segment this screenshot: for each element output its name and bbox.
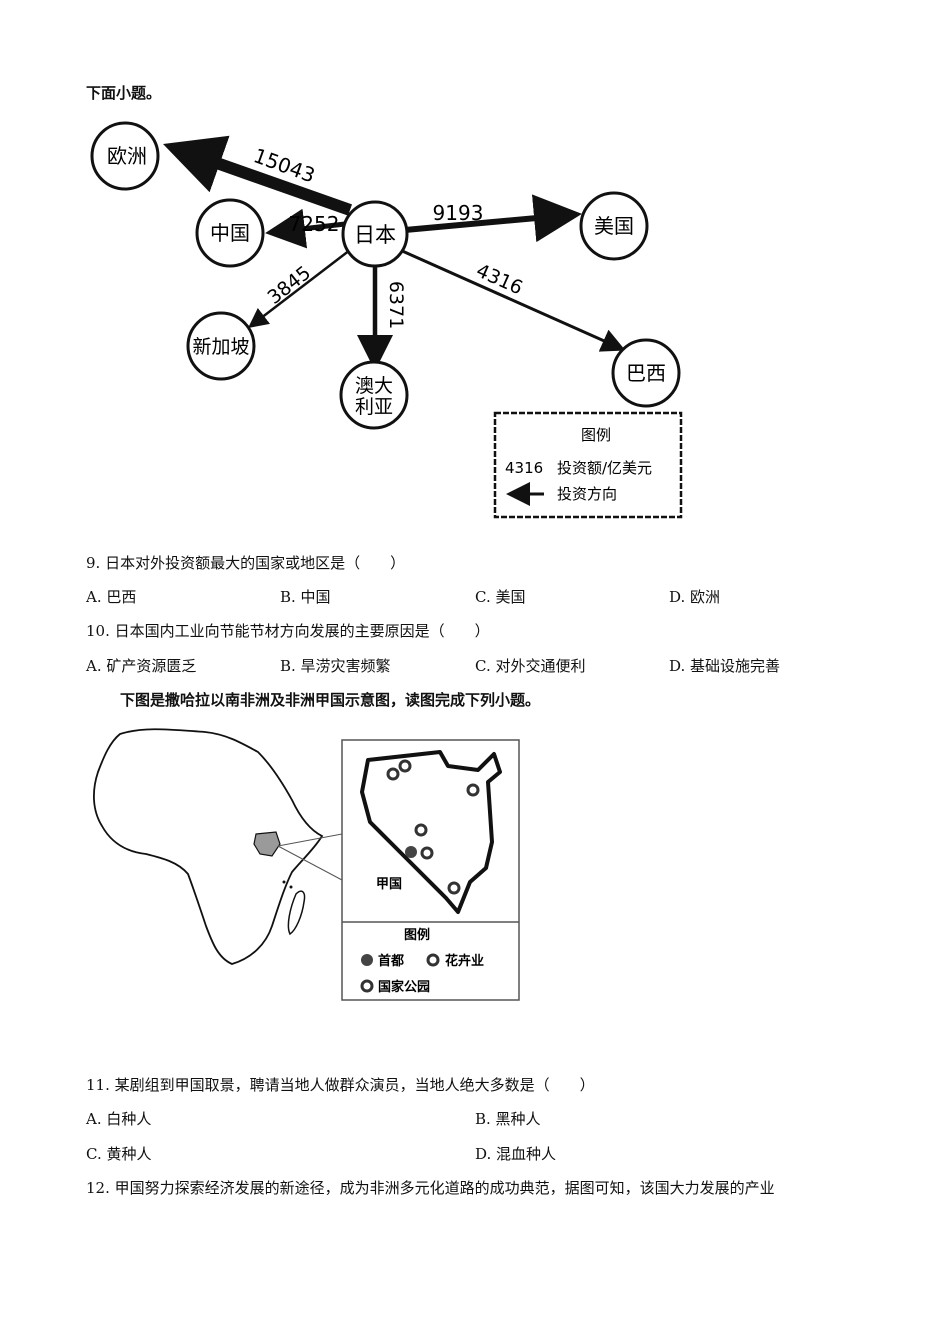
node-brazil-label: 巴西 xyxy=(626,361,666,385)
park-markers xyxy=(414,783,480,895)
q9-option-d[interactable]: D. 欧洲 xyxy=(669,588,721,606)
q9-stem: 9. 日本对外投资额最大的国家或地区是（ ） xyxy=(86,554,406,572)
q11-option-d[interactable]: D. 混血种人 xyxy=(475,1145,557,1163)
kenya-highlight xyxy=(253,831,281,857)
africa-map: 甲国 图例 首都 花卉业 国家公园 xyxy=(93,728,520,1001)
q12-stem: 12. 甲国努力探索经济发展的新途径，成为非洲多元化道路的成功典范，据图可知，该… xyxy=(86,1179,775,1197)
q10-option-a[interactable]: A. 矿产资源匮乏 xyxy=(86,657,197,675)
q10-stem: 10. 日本国内工业向节能节材方向发展的主要原因是（ ） xyxy=(86,622,490,640)
flow-legend-title: 图例 xyxy=(581,426,611,444)
arrow-singapore xyxy=(248,249,351,329)
arrow-usa xyxy=(404,194,582,243)
flower-markers xyxy=(386,759,434,860)
flower-legend-icon xyxy=(426,953,440,967)
map-legend-flower: 花卉业 xyxy=(445,953,484,969)
intro-tail-text: 下面小题。 xyxy=(86,84,162,102)
q9-option-c[interactable]: C. 美国 xyxy=(475,588,526,606)
value-australia: 6371 xyxy=(385,281,407,329)
q10-option-c[interactable]: C. 对外交通便利 xyxy=(475,657,586,675)
capital-marker xyxy=(405,846,417,858)
value-singapore: 3845 xyxy=(263,262,315,309)
q9-option-a[interactable]: A. 巴西 xyxy=(86,588,137,606)
node-australia-line2: 利亚 xyxy=(355,396,393,418)
capital-legend-icon xyxy=(361,954,373,966)
q10-option-d[interactable]: D. 基础设施完善 xyxy=(669,657,781,675)
node-japan-label: 日本 xyxy=(354,223,396,247)
node-usa-label: 美国 xyxy=(594,214,634,238)
value-china: 7252 xyxy=(289,212,340,236)
node-australia-line1: 澳大 xyxy=(355,375,393,397)
madagascar-outline xyxy=(287,890,306,936)
kenya-inset-outline xyxy=(360,750,502,914)
q9-option-b[interactable]: B. 中国 xyxy=(280,588,331,606)
flow-legend-value-label: 投资额/亿美元 xyxy=(557,459,652,477)
map-legend-park: 国家公园 xyxy=(378,979,430,995)
node-china-label: 中国 xyxy=(210,221,250,245)
map-legend-capital: 首都 xyxy=(378,953,404,969)
q11-option-b[interactable]: B. 黑种人 xyxy=(475,1110,541,1128)
value-usa: 9193 xyxy=(433,201,484,225)
flow-legend-box xyxy=(493,411,683,519)
flow-legend-arrow-label: 投资方向 xyxy=(557,485,617,503)
q10-option-b[interactable]: B. 旱涝灾害频繁 xyxy=(280,657,391,675)
arrow-china xyxy=(265,208,346,249)
africa-outline xyxy=(93,728,324,965)
q11-stem: 11. 某剧组到甲国取景，聘请当地人做群众演员，当地人绝大多数是（ ） xyxy=(86,1076,595,1094)
park-legend-icon xyxy=(360,979,374,993)
country-label: 甲国 xyxy=(376,877,402,892)
arrow-europe xyxy=(163,135,352,216)
node-singapore-label: 新加坡 xyxy=(192,336,249,358)
flow-legend-sample-value: 4316 xyxy=(505,459,543,477)
map-intro-text: 下图是撒哈拉以南非洲及非洲甲国示意图，读图完成下列小题。 xyxy=(120,691,541,709)
investment-flow-diagram: 日本 欧洲 15043 中国 7252 美国 9193 新加坡 3845 澳大 … xyxy=(90,121,683,519)
q11-option-c[interactable]: C. 黄种人 xyxy=(86,1145,152,1163)
node-europe-label: 欧洲 xyxy=(107,144,147,168)
q11-option-a[interactable]: A. 白种人 xyxy=(86,1110,152,1128)
arrow-brazil xyxy=(399,248,626,352)
map-legend-title: 图例 xyxy=(404,927,430,943)
